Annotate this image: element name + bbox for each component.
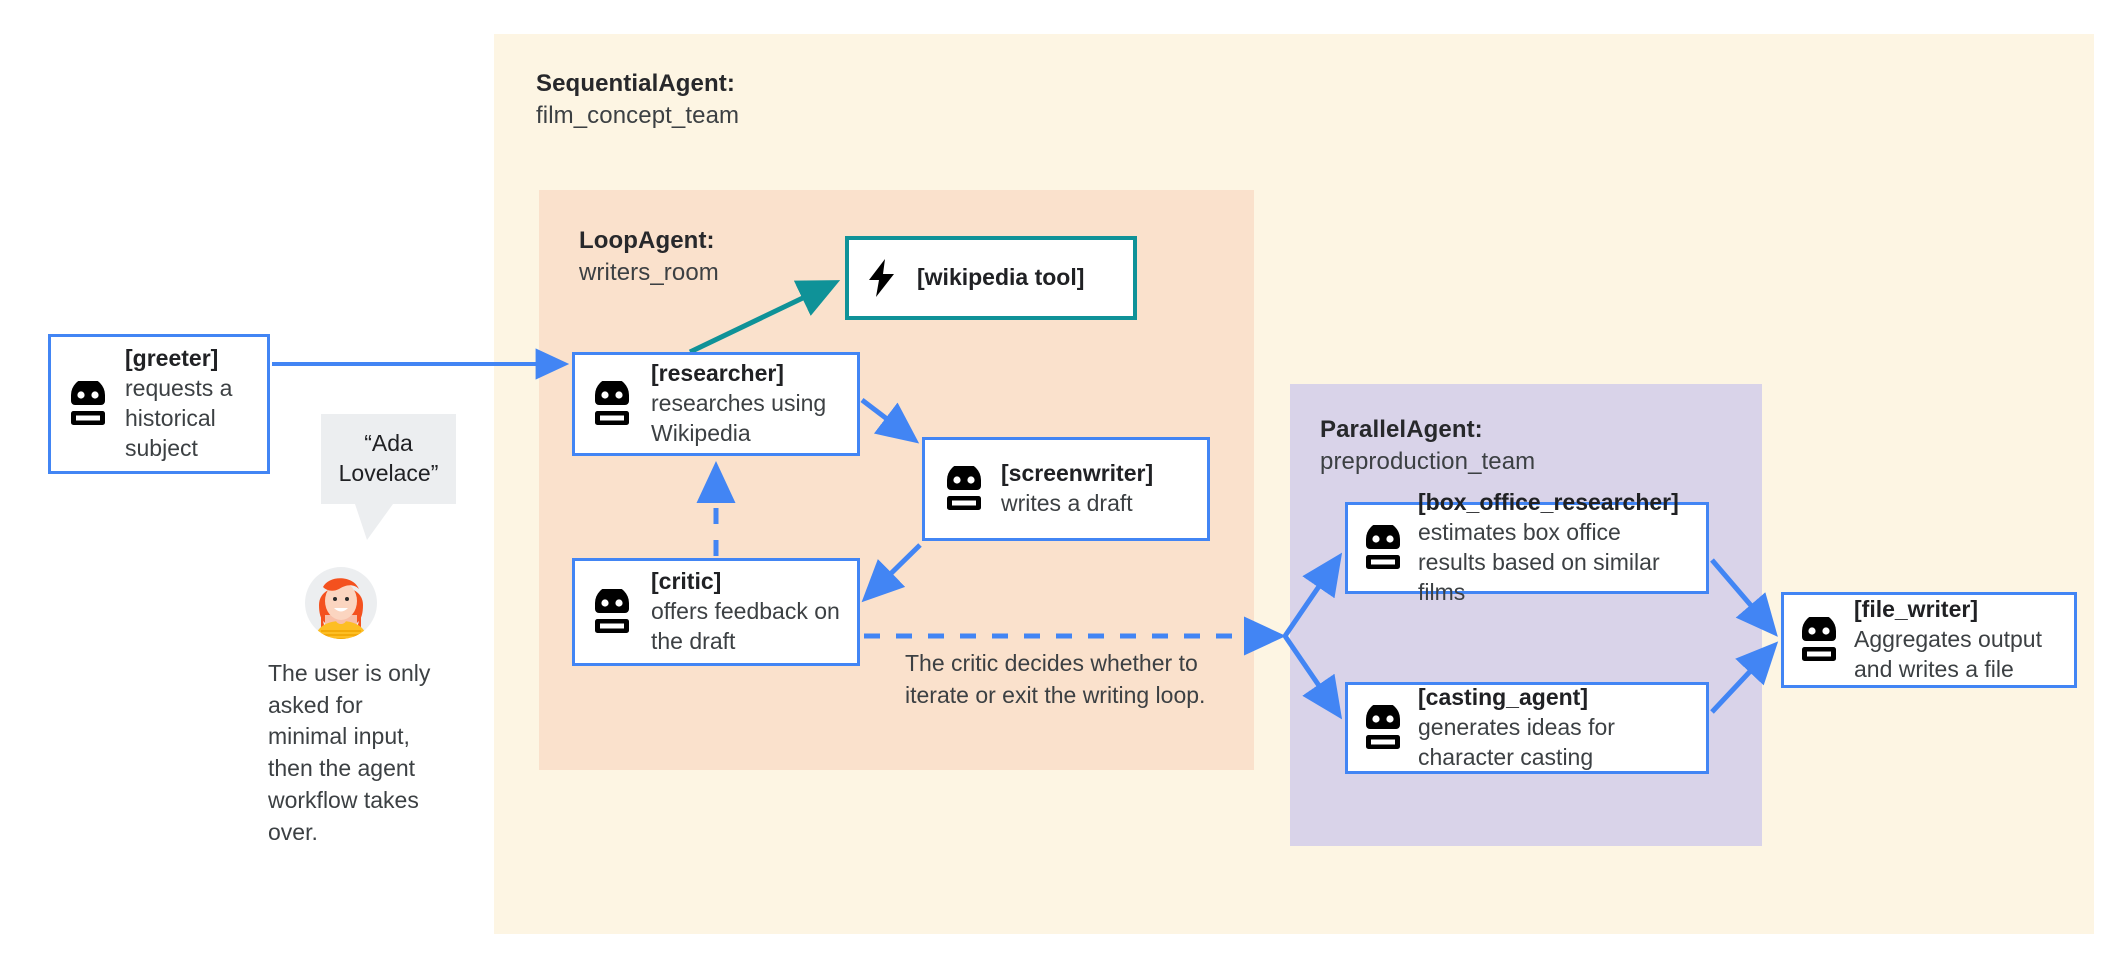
agent-card-critic[interactable]: [critic] offers feedback on the draft <box>572 558 860 666</box>
loop-agent-label: LoopAgent: writers_room <box>579 225 719 288</box>
agent-desc: researches using Wikipedia <box>651 390 827 446</box>
agent-name: [file_writer] <box>1854 596 1978 623</box>
agent-card-text: [critic] offers feedback on the draft <box>651 567 841 657</box>
lightning-bolt-icon <box>869 259 895 297</box>
user-avatar <box>305 567 377 639</box>
robot-icon <box>591 589 633 635</box>
sequential-agent-type: SequentialAgent: <box>536 70 735 97</box>
agent-name: [critic] <box>651 568 722 595</box>
robot-icon <box>1798 617 1840 663</box>
agent-desc: writes a draft <box>1001 490 1133 516</box>
agent-card-file-writer[interactable]: [file_writer] Aggregates output and writ… <box>1781 592 2077 688</box>
agent-desc: requests a historical subject <box>125 375 233 461</box>
tool-name: [wikipedia tool] <box>917 264 1085 291</box>
robot-icon <box>943 466 985 512</box>
agent-name: [researcher] <box>651 360 784 387</box>
agent-desc: estimates box office results based on si… <box>1418 519 1660 605</box>
agent-card-box-office-researcher[interactable]: [box_office_researcher] estimates box of… <box>1345 489 1709 605</box>
parallel-agent-type: ParallelAgent: <box>1320 416 1483 443</box>
loop-agent-type: LoopAgent: <box>579 227 715 254</box>
agent-name: [box_office_researcher] <box>1418 489 1679 516</box>
robot-icon <box>1362 705 1404 751</box>
speech-bubble-text: “Ada Lovelace” <box>338 430 439 486</box>
agent-card-text: [greeter] requests a historical subject <box>125 344 251 464</box>
agent-card-text: [casting_agent] generates ideas for char… <box>1418 683 1692 773</box>
speech-bubble: “Ada Lovelace” <box>321 414 456 504</box>
agent-desc: offers feedback on the draft <box>651 598 840 654</box>
agent-card-text: [researcher] researches using Wikipedia <box>651 359 841 449</box>
agent-name: [screenwriter] <box>1001 460 1154 487</box>
agent-name: [casting_agent] <box>1418 684 1588 711</box>
sequential-agent-name: film_concept_team <box>536 101 740 129</box>
agent-card-casting-agent[interactable]: [casting_agent] generates ideas for char… <box>1345 682 1709 774</box>
sequential-agent-label: SequentialAgent: film_concept_team <box>536 68 739 131</box>
robot-icon <box>67 381 109 427</box>
tool-card-wikipedia[interactable]: [wikipedia tool] <box>845 236 1137 320</box>
speech-bubble-tail <box>355 504 393 540</box>
parallel-agent-name: preproduction_team <box>1320 447 1536 475</box>
agent-desc: Aggregates output and writes a file <box>1854 626 2042 682</box>
loop-agent-name: writers_room <box>579 258 719 286</box>
robot-icon <box>591 381 633 427</box>
agent-card-researcher[interactable]: [researcher] researches using Wikipedia <box>572 352 860 456</box>
loop-exit-caption: The critic decides whether to iterate or… <box>905 650 1206 708</box>
agent-card-text: [box_office_researcher] estimates box of… <box>1418 488 1692 608</box>
agent-desc: generates ideas for character casting <box>1418 714 1615 770</box>
robot-icon <box>1362 525 1404 571</box>
user-input-caption: The user is only asked for minimal input… <box>268 660 431 845</box>
agent-card-screenwriter[interactable]: [screenwriter] writes a draft <box>922 437 1210 541</box>
parallel-agent-label: ParallelAgent: preproduction_team <box>1320 414 1535 477</box>
agent-card-text: [screenwriter] writes a draft <box>1001 459 1153 519</box>
agent-card-greeter[interactable]: [greeter] requests a historical subject <box>48 334 270 474</box>
agent-card-text: [file_writer] Aggregates output and writ… <box>1854 595 2060 685</box>
agent-name: [greeter] <box>125 345 219 372</box>
